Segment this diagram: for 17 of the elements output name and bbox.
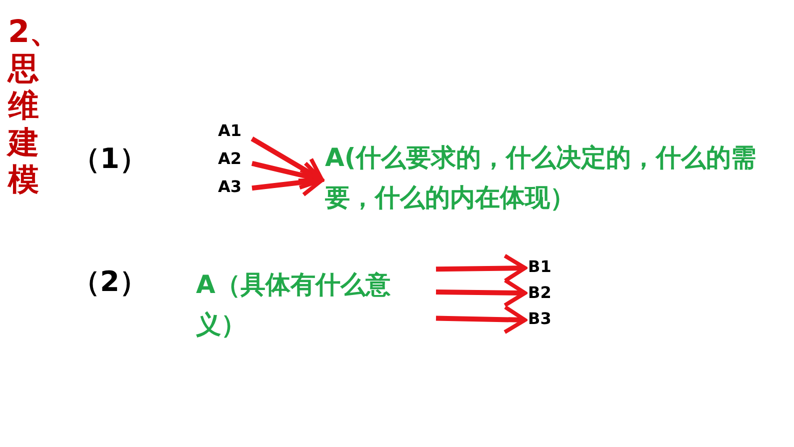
item-label: B3 (528, 309, 552, 328)
arrow (436, 254, 527, 283)
arrow (436, 278, 527, 308)
conclusion-text: A（具体有什么意义） (196, 270, 390, 339)
item-label: A2 (218, 149, 242, 168)
item-label: B1 (528, 257, 552, 276)
arrow (250, 136, 324, 183)
arrow (252, 168, 324, 197)
arrow (436, 305, 527, 334)
conclusion-text: A(什么要求的，什么决定的，什么的需要，什么的内在体现） (325, 143, 756, 212)
item-number: （1） (72, 141, 148, 177)
item-number: （2） (72, 264, 148, 300)
item-label: A1 (218, 121, 242, 140)
vertical-title: 2、思维建模 (8, 14, 42, 199)
item-label: B2 (528, 283, 552, 302)
arrow (251, 160, 324, 190)
item-label: A3 (218, 177, 242, 196)
